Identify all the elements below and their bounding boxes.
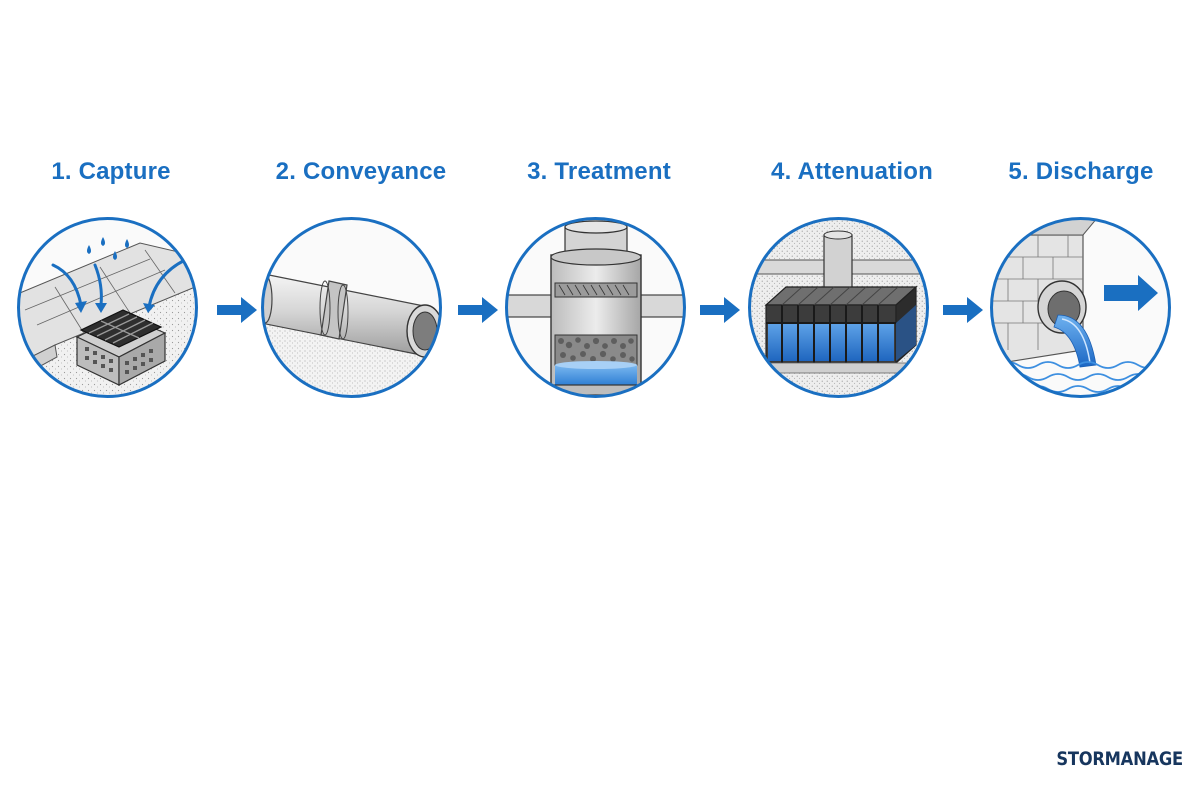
arrow-right-icon xyxy=(217,297,257,323)
flow-arrow-3 xyxy=(700,297,740,323)
storage-crate-icon xyxy=(748,217,929,398)
step-title-attenuation: 4. Attenuation xyxy=(771,158,933,185)
filter-chamber-icon xyxy=(505,217,686,398)
step-circle-discharge xyxy=(988,215,1173,400)
arrow-right-icon xyxy=(458,297,498,323)
flow-arrow-4 xyxy=(943,297,983,323)
step-title-capture: 1. Capture xyxy=(51,158,171,185)
step-title-treatment: 3. Treatment xyxy=(527,158,671,185)
arrow-right-icon xyxy=(943,297,983,323)
brand-logo: STORMANAGE xyxy=(1056,748,1183,770)
arrow-right-icon xyxy=(700,297,740,323)
step-circle-conveyance xyxy=(259,215,444,400)
outfall-icon xyxy=(990,217,1171,398)
step-circle-capture xyxy=(15,215,200,400)
flow-arrow-1 xyxy=(217,297,257,323)
flow-arrow-2 xyxy=(458,297,498,323)
pipe-icon xyxy=(261,217,442,398)
step-circle-treatment xyxy=(503,215,688,400)
step-title-conveyance: 2. Conveyance xyxy=(275,158,447,185)
step-title-discharge: 5. Discharge xyxy=(1008,158,1154,185)
step-circle-attenuation xyxy=(746,215,931,400)
drain-grate-icon xyxy=(17,217,198,398)
